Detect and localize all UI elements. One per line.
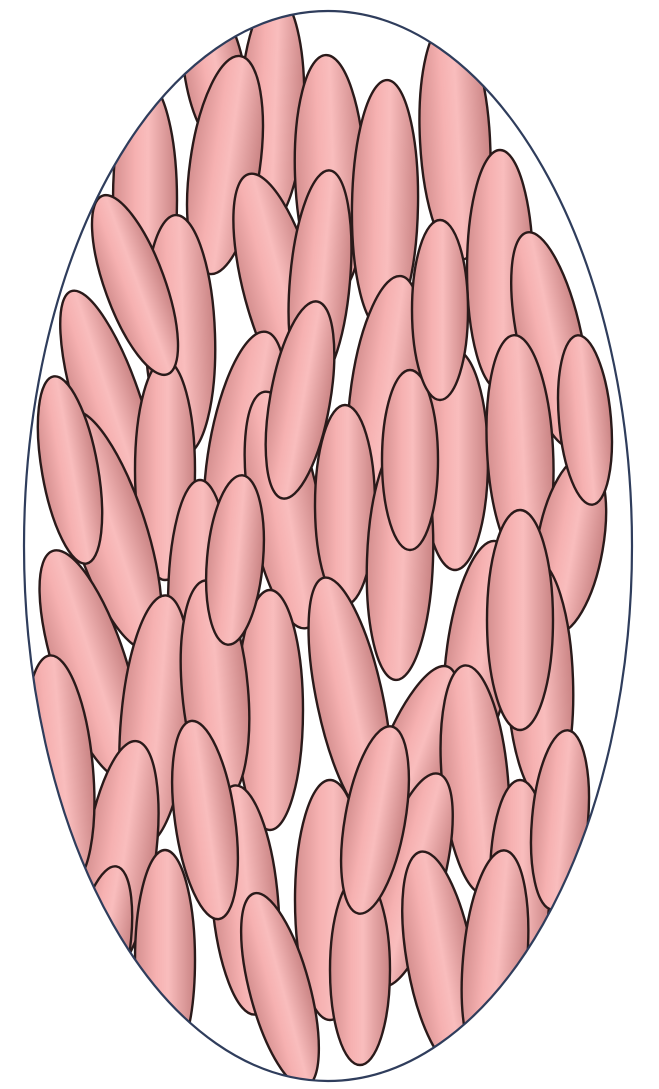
ellipsoid-particle [412,220,468,400]
particle-group [17,0,618,1089]
ellipsoid-particle [382,370,438,550]
ellipsoid-particle [135,850,195,1070]
ellipsoid-particle [454,848,537,1073]
ellipsoid-particle [487,510,553,730]
ellipsoid-particle [56,862,144,1059]
